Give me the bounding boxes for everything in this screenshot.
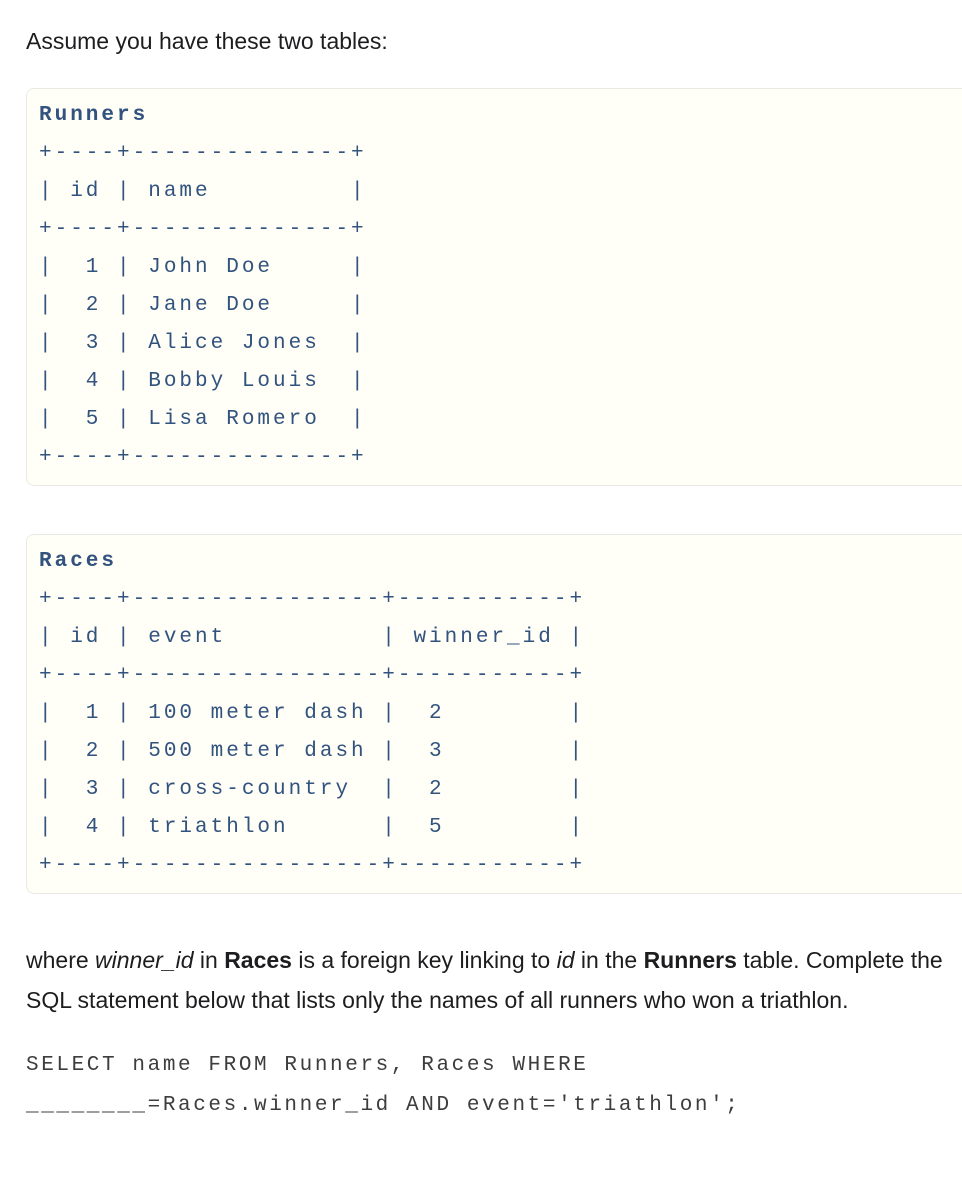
intro-text: Assume you have these two tables: [26,28,388,54]
code-line: | 3 | cross-country | 2 | [39,778,586,801]
explanation-segment: is a foreign key linking to [291,947,557,973]
code-line: | 3 | Alice Jones | [39,332,367,355]
runners-code-block: Runners +----+--------------+ | id | nam… [26,88,962,486]
explanation-segment-races: Races [224,947,292,973]
explanation-segment: table. Complete the SQL statement below … [26,947,950,1013]
code-line: +----+--------------+ [39,142,367,165]
code-line: +----+--------------+ [39,218,367,241]
code-line: | 4 | Bobby Louis | [39,370,367,393]
code-line: | 2 | 500 meter dash | 3 | [39,740,586,763]
explanation-segment-winner-id: winner_id [95,947,194,973]
question-page: Assume you have these two tables: Runner… [26,28,962,1126]
explanation-segment-runners: Runners [643,947,737,973]
code-line: | id | event | winner_id | [39,626,586,649]
code-line: +----+----------------+-----------+ [39,664,586,687]
runners-table-title: Runners [39,104,149,127]
code-line: | 1 | 100 meter dash | 2 | [39,702,586,725]
sql-line-2: ________=Races.winner_id AND event='tria… [26,1094,741,1117]
code-line: | 4 | triathlon | 5 | [39,816,586,839]
races-table-title: Races [39,550,118,573]
code-line: | 5 | Lisa Romero | [39,408,367,431]
code-line: | 1 | John Doe | [39,256,367,279]
explanation-segment-id: id [556,947,575,973]
explanation-segment: where [26,947,96,973]
races-code-block: Races +----+----------------+-----------… [26,534,962,894]
code-line: +----+--------------+ [39,446,367,469]
sql-statement: SELECT name FROM Runners, Races WHERE __… [26,1046,962,1126]
code-line: | 2 | Jane Doe | [39,294,367,317]
code-line: +----+----------------+-----------+ [39,854,586,877]
explanation-segment: in the [574,947,644,973]
code-line: | id | name | [39,180,367,203]
sql-line-1: SELECT name FROM Runners, Races WHERE [26,1054,589,1077]
code-line: +----+----------------+-----------+ [39,588,586,611]
explanation-text: where winner_id in Races is a foreign ke… [26,940,951,1020]
explanation-segment: in [193,947,225,973]
